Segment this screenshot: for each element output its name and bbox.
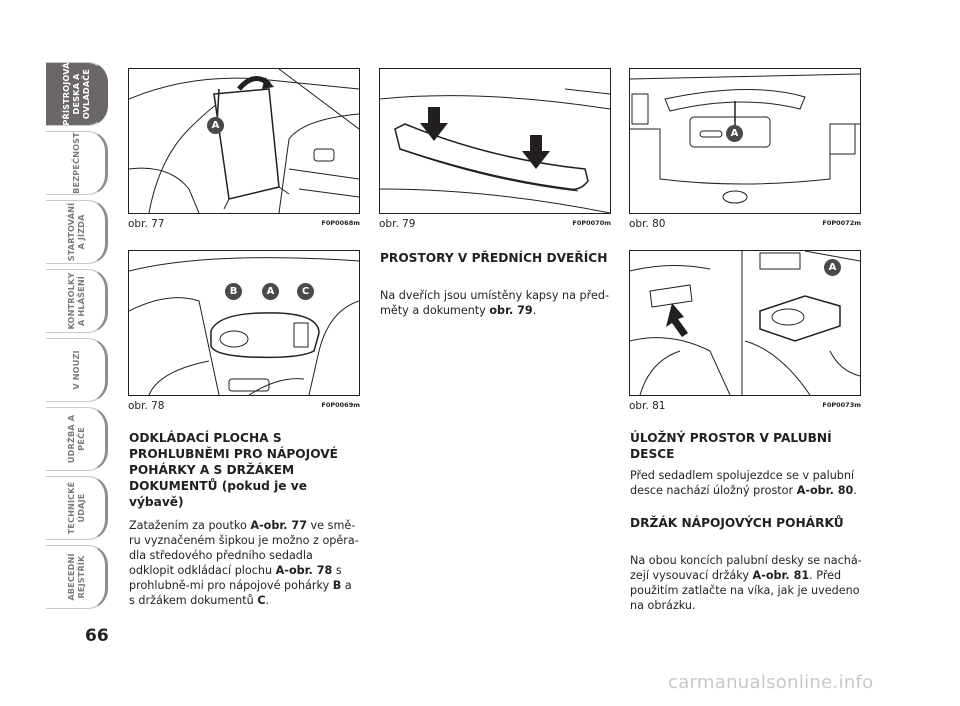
marker-b-icon: B <box>225 283 242 300</box>
section-body-dash-storage: Před sedadlem spolujezdce se v palubní d… <box>630 469 857 497</box>
section-heading-armrest: ODKLÁDACÍ PLOCHA S PROHLUBNĚMI PRO NÁPOJ… <box>129 431 338 509</box>
tab-kontrolky[interactable]: KONTROLKY A HLÁŠENÍ <box>46 269 108 333</box>
marker-a-icon: A <box>726 125 743 142</box>
tab-label: TECHNICKÉ ÚDAJE <box>65 481 86 535</box>
section-heading-doors: PROSTORY V PŘEDNÍCH DVEŘÍCH <box>380 251 608 265</box>
watermark: carmanualsonline.info <box>668 672 874 693</box>
figure-77-armrest-pull: A <box>128 68 360 214</box>
figure-78-armrest-tray: B A C <box>128 250 360 396</box>
tab-label: BEZPEČNOST <box>70 132 81 194</box>
figure-78-code: F0P0069m <box>321 401 360 409</box>
figure-77-code: F0P0068m <box>321 219 360 227</box>
tab-pristrojova-deska[interactable]: PŘÍSTROJOVÁ DESKA A OVLADAČE <box>46 62 108 126</box>
figure-78-caption: obr. 78 <box>128 400 165 412</box>
figure-80-dashboard-storage: A <box>629 68 861 214</box>
tab-label: STARTOVÁNÍ A JÍZDA <box>65 202 86 262</box>
tab-startovani[interactable]: STARTOVÁNÍ A JÍZDA <box>46 200 108 264</box>
section-body-doors: Na dveřích jsou umístěny kapsy na před-m… <box>380 289 610 317</box>
tab-label: ABECEDNÍ REJSTŘÍK <box>65 553 86 601</box>
tab-label: ÚDRŽBA A PÉČE <box>65 414 86 464</box>
figure-79-door-pocket <box>379 68 611 214</box>
tab-v-nouzi[interactable]: V NOUZI <box>46 338 108 402</box>
section-body-armrest: Zatažením za poutko A-obr. 77 ve smě-ru … <box>129 519 359 607</box>
marker-a-icon: A <box>824 259 841 276</box>
figure-81-cup-holder: A <box>629 250 861 396</box>
page-number: 66 <box>85 626 109 646</box>
marker-c-icon: C <box>297 283 314 300</box>
figure-81-caption: obr. 81 <box>629 400 666 412</box>
chapter-tabs: PŘÍSTROJOVÁ DESKA A OVLADAČE BEZPEČNOST … <box>46 62 108 614</box>
marker-a-icon: A <box>262 283 279 300</box>
tab-label: V NOUZI <box>70 350 81 390</box>
figure-79-code: F0P0070m <box>572 219 611 227</box>
tab-technicke-udaje[interactable]: TECHNICKÉ ÚDAJE <box>46 476 108 540</box>
section-body-cup-holder: Na obou koncích palubní desky se nachá-z… <box>630 554 862 612</box>
section-heading-dash-storage: ÚLOŽNÝ PROSTOR V PALUBNÍ DESCE <box>630 431 832 461</box>
section-heading-cup-holder: DRŽÁK NÁPOJOVÝCH POHÁRKŮ <box>630 516 844 530</box>
figure-81-code: F0P0073m <box>822 401 861 409</box>
figure-80-code: F0P0072m <box>822 219 861 227</box>
figure-79-caption: obr. 79 <box>379 218 416 230</box>
marker-a-icon: A <box>207 117 224 134</box>
tab-label: KONTROLKY A HLÁŠENÍ <box>65 272 86 330</box>
tab-udrzba[interactable]: ÚDRŽBA A PÉČE <box>46 407 108 471</box>
figure-77-caption: obr. 77 <box>128 218 165 230</box>
tab-rejstrik[interactable]: ABECEDNÍ REJSTŘÍK <box>46 545 108 609</box>
tab-label: PŘÍSTROJOVÁ DESKA A OVLADAČE <box>60 62 91 126</box>
tab-bezpecnost[interactable]: BEZPEČNOST <box>46 131 108 195</box>
figure-80-caption: obr. 80 <box>629 218 666 230</box>
